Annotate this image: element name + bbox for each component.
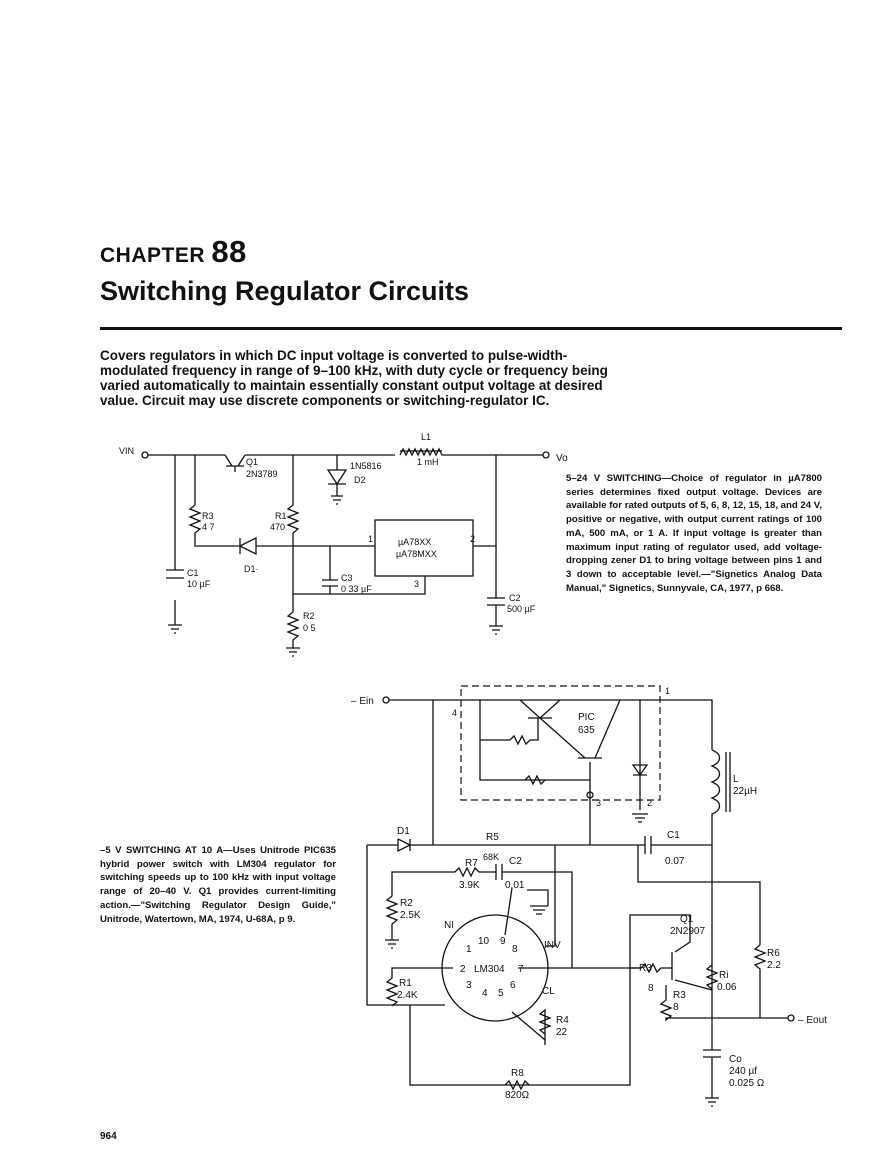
c2-pin9: 9 (500, 936, 506, 947)
c2-pin4: 4 (482, 988, 488, 999)
c2-d1-label: D1 (397, 826, 410, 837)
c2-ri-value: 0.06 (717, 982, 737, 993)
c2-pin2: 2 (460, 964, 466, 975)
c2-r4-label: R4 (556, 1015, 569, 1026)
c2-pin5: 5 (498, 988, 504, 999)
circuit2-caption: –5 V SWITCHING AT 10 A—Uses Unitrode PIC… (100, 845, 336, 925)
c2-pin8: 8 (512, 944, 518, 955)
c2-pin6: 6 (510, 980, 516, 991)
c1-l1-label: L1 (421, 432, 431, 442)
c2-r1-value: 2.4K (397, 990, 418, 1001)
c2-r8-value: 820Ω (505, 1090, 530, 1101)
c2-co-label: Co (729, 1054, 742, 1065)
c1-pin3: 3 (414, 579, 419, 589)
c1-l1-value: 1 mH (417, 457, 439, 467)
c2-co-esr: 0.025 Ω (729, 1078, 765, 1089)
chapter-title: Switching Regulator Circuits (100, 276, 470, 306)
c1-c2-value: 500 µF (507, 604, 536, 614)
page-number: 964 (100, 1131, 117, 1142)
c1-ic-line2: µA78MXX (396, 549, 437, 559)
c2-node1: 1 (665, 686, 670, 696)
c2-q1-part: 2N2907 (670, 926, 705, 937)
chapter-word: CHAPTER (100, 244, 206, 267)
c1-d2-part: 1N5816 (350, 461, 382, 471)
c1-d1-label: D1· (244, 564, 259, 574)
c2-r8-label: R8 (511, 1068, 524, 1079)
intro-paragraph: Covers regulators in which DC input volt… (100, 348, 608, 408)
c2-r6-label: R6 (767, 948, 780, 959)
c2-c1-label: C1 (667, 830, 680, 841)
c1-c1-value: 10 µF (187, 579, 211, 589)
circuit1-schematic: VIN Vo Q1 2N3789 1N5816 D2 L1 1 mH R3 4 … (119, 432, 568, 657)
c1-r3-value: 4 7 (202, 522, 215, 532)
c2-eout-label: – Eout (798, 1015, 827, 1026)
c2-ni-label: NI (444, 920, 454, 931)
c1-r3-label: R3 (202, 511, 214, 521)
circuit1-caption: 5–24 V SWITCHING—Choice of regulator in … (566, 473, 822, 594)
c2-q1-label: Q1 (680, 914, 694, 925)
c2-c2-value: 0.01 (505, 880, 525, 891)
c1-vo-label: Vo (556, 453, 568, 464)
c2-r3b-label: R3 (673, 990, 686, 1001)
c2-r6-value: 2.2 (767, 960, 781, 971)
c2-ri-label: Ri (719, 970, 728, 981)
c2-r7-label: R7 (465, 858, 478, 869)
c2-l-label: L (733, 774, 739, 785)
c2-pin10: 10 (478, 936, 490, 947)
c2-c2-label: C2 (509, 856, 522, 867)
c2-r2-label: R2 (400, 898, 413, 909)
circuit2-schematic: – Ein PIC 635 1 2 3 4 L 22µH D1 R5 68K R… (351, 685, 827, 1107)
c2-pic-label: PIC (578, 712, 595, 723)
c1-c1-label: C1 (187, 568, 199, 578)
c2-node2: 2 (647, 798, 652, 808)
c2-node4: 4 (452, 708, 457, 718)
c2-node3: 3 (596, 798, 601, 808)
c2-ic-label: LM304 (474, 964, 505, 975)
c2-r7-value: 3.9K (459, 880, 480, 891)
c2-r2-value: 2.5K (400, 910, 421, 921)
c2-pin3: 3 (466, 980, 472, 991)
c2-pic-number: 635 (578, 725, 595, 736)
c1-vin-label: VIN (119, 446, 134, 456)
c1-ic-line1: µA78XX (398, 537, 431, 547)
title-rule (100, 327, 842, 330)
c2-pin7: 7 (518, 964, 524, 975)
chapter-heading: CHAPTER 88 (100, 234, 247, 270)
c1-r2-value: 0 5 (303, 623, 316, 633)
c2-r3b-value: 8 (673, 1002, 679, 1013)
c2-r5-label: R5 (486, 832, 499, 843)
c1-c2-label: C2 (509, 593, 521, 603)
c1-r1-value: 470 (270, 522, 285, 532)
c2-r1-label: R1 (399, 978, 412, 989)
c2-ein-label: – Ein (351, 696, 374, 707)
c2-c1-value: 0.07 (665, 856, 685, 867)
c1-pin2: 2 (470, 534, 475, 544)
c1-q1-part: 2N3789 (246, 469, 278, 479)
c2-r3-value: 8 (648, 983, 654, 994)
c2-r4-value: 22 (556, 1027, 568, 1038)
c1-r1-label: R1 (275, 511, 287, 521)
c2-l-value: 22µH (733, 786, 757, 797)
c2-r5-value: 68K (483, 852, 499, 862)
c1-r2-label: R2 (303, 611, 315, 621)
c1-pin1: 1 (368, 534, 373, 544)
chapter-number: 88 (211, 234, 247, 269)
c2-pin1: 1 (466, 944, 472, 955)
c1-c3-label: C3 (341, 573, 353, 583)
c2-cl-label: CL (542, 986, 555, 997)
c2-inv-label: INV (544, 940, 561, 951)
c1-d2-label: D2 (354, 475, 366, 485)
c1-q1-label: Q1 (246, 457, 258, 467)
c2-r3-label: R3 (639, 963, 652, 974)
c2-co-value: 240 µf (729, 1066, 757, 1077)
c1-c3-value: 0 33 µF (341, 584, 372, 594)
